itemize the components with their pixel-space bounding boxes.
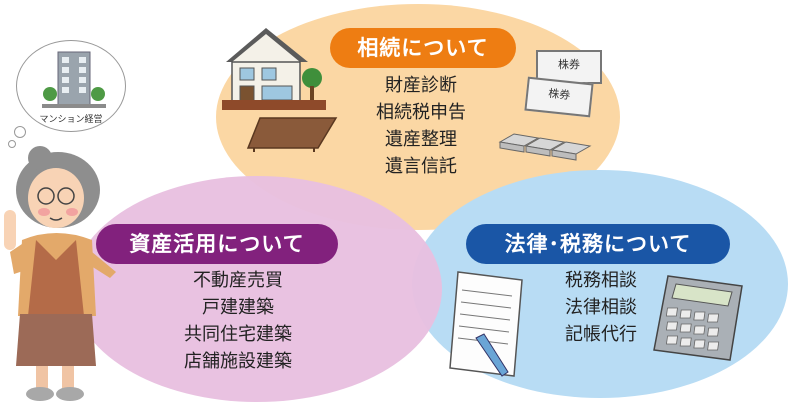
list-item: 共同住宅建築 [184, 324, 292, 345]
stock-label: 株券 [547, 86, 571, 103]
assets-list: 不動産売買 戸建建築 共同住宅建築 店舗施設建築 [168, 267, 308, 375]
list-item: 遺産整理 [385, 129, 457, 150]
document-pen-icon [449, 271, 523, 377]
money-stack-icon [498, 133, 592, 161]
thought-bubble-label: マンション経営 [39, 115, 103, 125]
land-plot-icon [246, 117, 338, 152]
legal-tax-title: 法律･税務について [504, 232, 692, 256]
legal-tax-title-pill: 法律･税務について [466, 224, 730, 264]
inheritance-title: 相続について [357, 36, 489, 60]
calculator-icon [653, 275, 743, 361]
thought-bubble-dot [14, 126, 26, 138]
thought-bubble-dot [8, 140, 16, 148]
list-item: 相続税申告 [376, 102, 466, 123]
inheritance-list: 財産診断 相続税申告 遺産整理 遺言信託 [356, 72, 486, 180]
list-item: 遺言信託 [385, 156, 457, 177]
list-item: 財産診断 [385, 75, 457, 96]
assets-ellipse [72, 176, 442, 402]
assets-title: 資産活用について [129, 232, 305, 256]
assets-title-pill: 資産活用について [96, 224, 338, 264]
legal-tax-list: 税務相談 法律相談 記帳代行 [546, 267, 656, 348]
list-item: 税務相談 [565, 270, 637, 291]
list-item: 戸建建築 [202, 297, 274, 318]
elderly-woman-illustration [4, 146, 116, 401]
stock-certificate-icon: 株券 [524, 76, 594, 118]
apartment-building-icon [42, 51, 106, 108]
list-item: 店舗施設建築 [184, 351, 292, 372]
stock-label: 株券 [558, 58, 580, 71]
list-item: 不動産売買 [193, 270, 283, 291]
list-item: 記帳代行 [565, 324, 637, 345]
list-item: 法律相談 [565, 297, 637, 318]
inheritance-title-pill: 相続について [330, 28, 516, 68]
house-icon [222, 28, 326, 110]
